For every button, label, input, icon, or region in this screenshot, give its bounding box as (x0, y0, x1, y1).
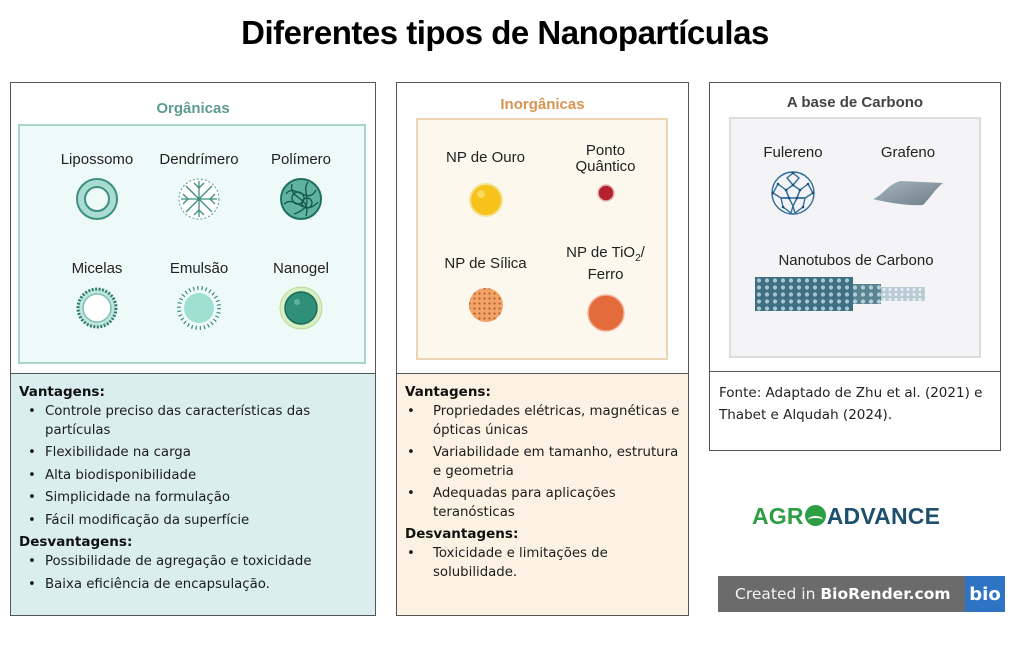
list-item: Propriedades elétricas, magnéticas e ópt… (405, 403, 680, 440)
item-label: Ponto Quântico (575, 142, 636, 175)
polymer-icon (280, 178, 322, 220)
source-box: Fonte: Adaptado de Zhu et al. (2021) e T… (709, 372, 1001, 451)
inorganic-pros-cons: Vantagens: Propriedades elétricas, magné… (397, 373, 688, 615)
item-label: Emulsão (169, 260, 229, 277)
inorganic-item-silica: NP de Sílica (428, 256, 543, 324)
organic-disadvantages-list: Possibilidade de agregação e toxicidade … (19, 553, 367, 594)
organic-item-dendrimer: Dendrímero (144, 152, 254, 222)
item-label: NP de Sílica (444, 255, 527, 272)
list-item: Alta biodisponibilidade (19, 467, 367, 486)
organic-item-emulsion: Emulsão (144, 261, 254, 331)
carbon-category-title: A base de Carbono (786, 94, 924, 111)
organic-item-nanogel: Nanogel (246, 261, 356, 331)
inorganic-disadvantages-heading: Desvantagens: (405, 526, 519, 542)
tio2-iron-np-icon (586, 294, 625, 332)
graphene-icon (873, 181, 943, 206)
organic-card: Orgânicas Lipossomo Dendrímero (10, 82, 376, 616)
biorender-attribution: Created in BioRender.com bio (718, 576, 1005, 612)
fullerene-icon (771, 171, 815, 215)
list-item: Fácil modificação da superfície (19, 512, 367, 531)
list-item: Toxicidade e limitações de solubilidade. (405, 545, 680, 582)
item-label: Fulereno (763, 144, 823, 161)
organic-disadvantages-heading: Desvantagens: (19, 534, 133, 550)
item-label: Nanogel (273, 260, 329, 277)
organic-category-title: Orgânicas (156, 100, 230, 117)
inorganic-illustration-panel: NP de Ouro Ponto Quântico NP de Sílica (416, 118, 668, 360)
tio2-label: NP de TiO (566, 244, 636, 261)
subscript: 2 (635, 253, 641, 264)
inorganic-item-gold: NP de Ouro (428, 150, 543, 218)
biorender-brand: BioRender.com (820, 585, 951, 603)
list-item: Controle preciso das características das… (19, 403, 367, 440)
organic-illustration-panel: Lipossomo Dendrímero Polímero (18, 124, 366, 364)
biorender-prefix: Created in (735, 585, 821, 603)
carbon-item-fullerene: Fulereno (743, 145, 843, 217)
iron-label: / Ferro (587, 244, 645, 283)
inorganic-card: Inorgânicas NP de Ouro Ponto Quântico NP… (396, 82, 689, 616)
inorganic-disadvantages-list: Toxicidade e limitações de solubilidade. (405, 545, 680, 582)
emulsion-icon (177, 286, 221, 330)
list-item: Baixa eficiência de encapsulação. (19, 576, 367, 595)
item-label: Lipossomo (60, 151, 134, 168)
list-item: Simplicidade na formulação (19, 489, 367, 508)
logo-text-advance: ADVANCE (826, 503, 941, 529)
quantum-dot-icon (596, 184, 615, 202)
organic-item-polymer: Polímero (246, 152, 356, 222)
carbon-item-graphene: Grafeno (853, 145, 963, 209)
item-label: Micelas (71, 260, 123, 277)
item-label: NP de TiO2/ Ferro (566, 245, 646, 283)
inorganic-advantages-list: Propriedades elétricas, magnéticas e ópt… (405, 403, 680, 522)
agroadvance-logo: AGR ADVANCE (752, 503, 940, 530)
item-label: Nanotubos de Carbono (778, 252, 934, 269)
item-label: Grafeno (880, 144, 936, 161)
list-item: Variabilidade em tamanho, estrutura e ge… (405, 444, 680, 481)
list-item: Flexibilidade na carga (19, 444, 367, 463)
organic-item-liposome: Lipossomo (42, 152, 152, 222)
list-item: Adequadas para aplicações teranósticas (405, 485, 680, 522)
dendrimer-icon (178, 178, 220, 220)
list-item: Possibilidade de agregação e toxicidade (19, 553, 367, 572)
item-label: Dendrímero (159, 151, 239, 168)
inorganic-item-tio2-iron: NP de TiO2/ Ferro (548, 245, 663, 333)
item-label: NP de Ouro (446, 149, 525, 166)
carbon-card: A base de Carbono Fulereno (709, 82, 1001, 372)
carbon-item-nanotube: Nanotubos de Carbono (741, 253, 971, 311)
liposome-icon (76, 178, 118, 220)
inorganic-item-quantum-dot: Ponto Quântico (548, 143, 663, 203)
inorganic-advantages-heading: Vantagens: (405, 384, 491, 400)
biorender-logo-icon: bio (965, 576, 1005, 612)
organic-advantages-heading: Vantagens: (19, 384, 105, 400)
page-title: Diferentes tipos de Nanopartículas (241, 14, 769, 51)
inorganic-category-title: Inorgânicas (500, 96, 585, 113)
biorender-text: Created in BioRender.com (718, 585, 965, 603)
nanogel-icon (279, 286, 323, 330)
silica-np-icon (468, 288, 503, 322)
logo-text-agr: AGR (752, 503, 804, 529)
organic-pros-cons: Vantagens: Controle preciso das caracter… (11, 373, 375, 615)
micelle-icon (76, 287, 118, 329)
carbon-nanotube-icon (755, 277, 925, 311)
item-label: Polímero (270, 151, 332, 168)
globe-field-icon (804, 505, 826, 526)
gold-np-icon (468, 183, 503, 217)
source-citation: Fonte: Adaptado de Zhu et al. (2021) e T… (719, 385, 983, 423)
organic-item-micelle: Micelas (42, 261, 152, 331)
organic-advantages-list: Controle preciso das características das… (19, 403, 367, 530)
carbon-illustration-panel: Fulereno Graf (729, 117, 981, 358)
